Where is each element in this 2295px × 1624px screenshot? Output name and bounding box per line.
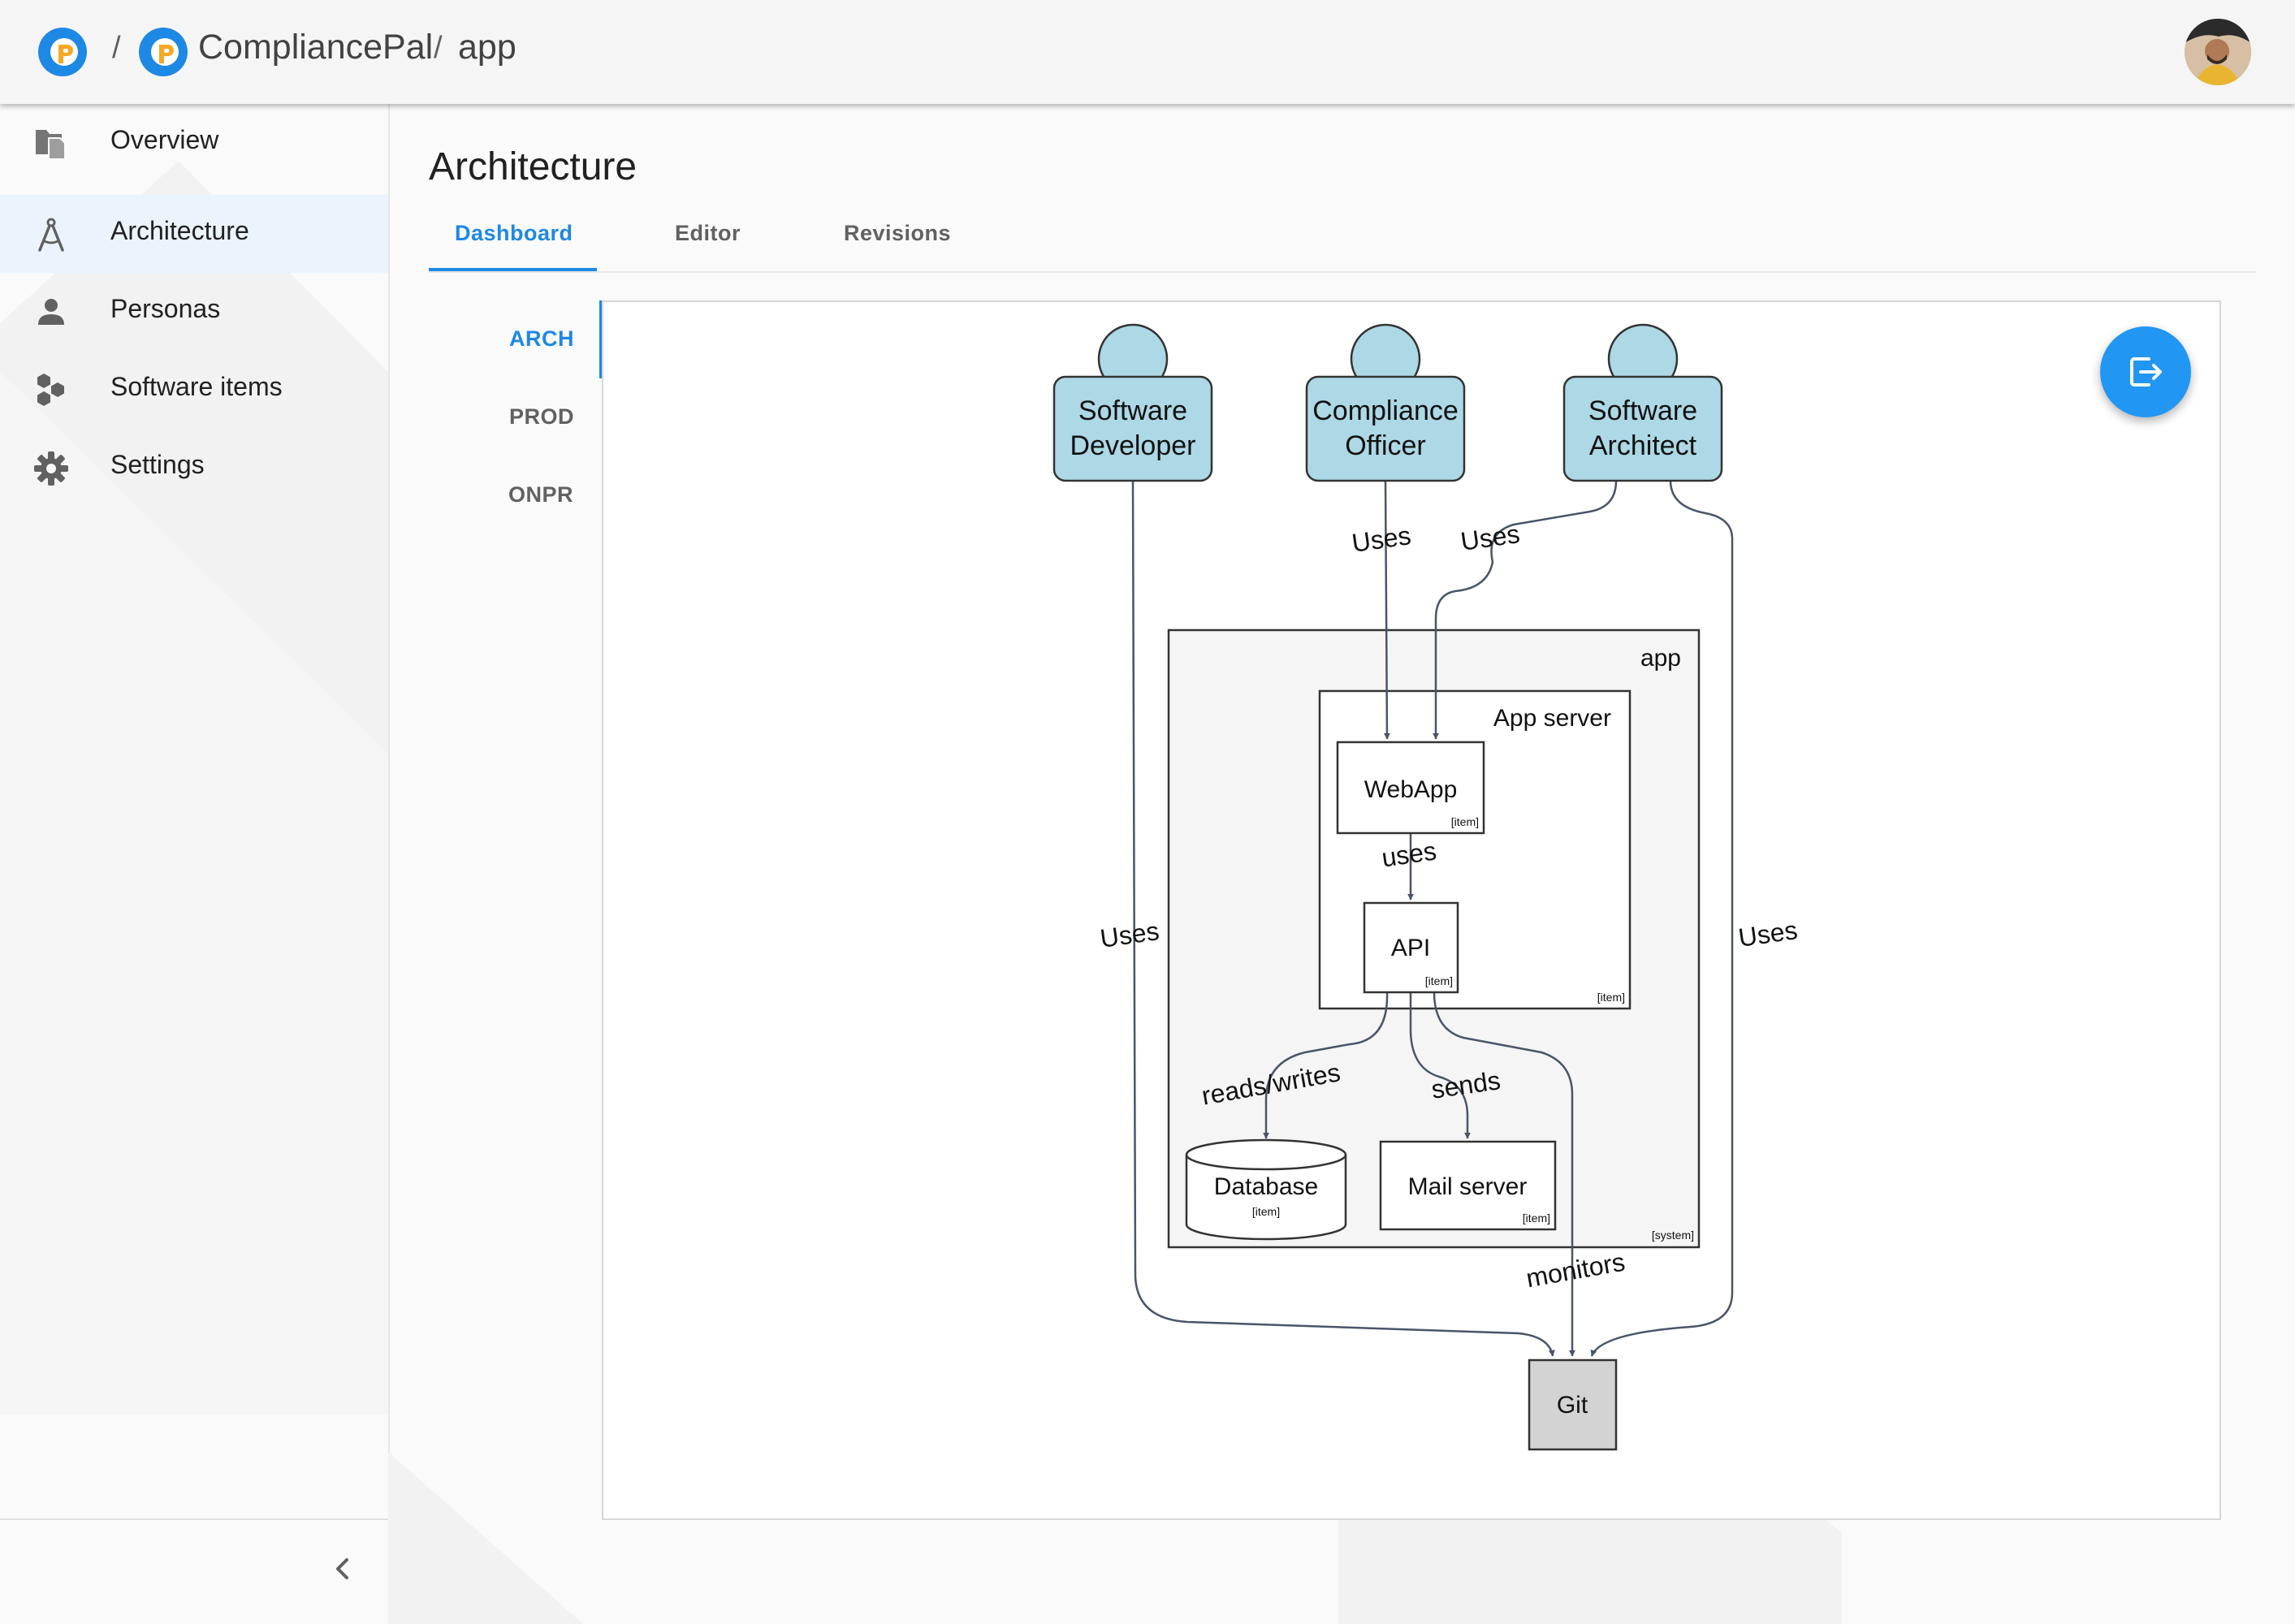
sidebar-item-architecture[interactable]: Architecture xyxy=(0,195,388,273)
page-title: Architecture xyxy=(429,145,638,188)
person-name-line: Software xyxy=(1588,395,1697,426)
node-tag: [item] xyxy=(1523,1212,1550,1224)
edge-architect-webapp[interactable] xyxy=(1433,480,1618,740)
export-fab-button[interactable] xyxy=(2100,326,2191,417)
export-logout-icon xyxy=(2130,357,2162,387)
edge-label: Uses xyxy=(1459,519,1521,556)
sidebar-item-personas[interactable]: Personas xyxy=(0,273,388,351)
sidebar-divider xyxy=(0,1518,388,1520)
avatar-photo xyxy=(2185,19,2251,85)
node-database[interactable]: Database [item] xyxy=(1185,1138,1347,1241)
person-name-line: Officer xyxy=(1345,430,1426,461)
tab-editor[interactable]: Editor xyxy=(675,221,741,245)
user-avatar[interactable] xyxy=(2185,19,2251,85)
system-tag: [system] xyxy=(1652,1229,1694,1242)
edge-developer-git[interactable] xyxy=(1131,480,1555,1357)
sidebar-item-overview[interactable]: Overview xyxy=(0,104,388,182)
edge-label: Uses xyxy=(1098,916,1160,953)
node-tag: [item] xyxy=(1451,815,1479,828)
edge-label: Uses xyxy=(1350,520,1412,558)
breadcrumb-project-link[interactable]: app xyxy=(458,28,516,67)
container-name: App server xyxy=(1493,705,1611,732)
architecture-diagram-panel: app [system] App server [item] Uses Uses… xyxy=(602,300,2221,1520)
container-tag: [item] xyxy=(1597,991,1625,1004)
compliancepal-brand-icon[interactable] xyxy=(136,25,190,79)
sidebar-item-label: Overview xyxy=(110,125,219,154)
person-name-line: Compliance xyxy=(1312,395,1459,426)
breadcrumb-separator: / xyxy=(434,31,443,65)
folder-icon xyxy=(36,130,66,160)
compass-icon xyxy=(38,218,64,252)
edge-label: monitors xyxy=(1524,1247,1627,1294)
node-name: Git xyxy=(1557,1392,1588,1419)
active-view-indicator xyxy=(599,300,603,378)
node-name: Mail server xyxy=(1408,1173,1528,1200)
edge-api-database[interactable] xyxy=(1263,991,1389,1139)
sidebar-item-settings[interactable]: Settings xyxy=(0,429,388,507)
view-tab-prod[interactable]: PROD xyxy=(509,404,575,429)
active-tab-indicator xyxy=(429,268,597,271)
sidebar-item-label: Software items xyxy=(110,372,283,401)
breadcrumb-brand-link[interactable]: CompliancePal xyxy=(198,28,434,67)
node-name: WebApp xyxy=(1364,776,1458,803)
view-tab-onpr[interactable]: ONPR xyxy=(508,482,574,507)
edge-architect-git[interactable] xyxy=(1590,480,1734,1357)
collapse-drawer-chevron-left-icon[interactable] xyxy=(326,1553,359,1585)
node-git[interactable]: Git xyxy=(1528,1358,1618,1451)
sidebar-background-pattern xyxy=(0,161,388,1415)
gear-icon xyxy=(34,451,68,486)
node-mail-server[interactable]: Mail server [item] xyxy=(1379,1140,1557,1231)
view-tab-arch[interactable]: ARCH xyxy=(509,326,574,351)
person-software-architect[interactable]: Software Architect xyxy=(1562,323,1723,482)
sidebar-item-software-items[interactable]: Software items xyxy=(0,351,388,429)
tabs-divider xyxy=(429,271,2256,273)
person-compliance-officer[interactable]: Compliance Officer xyxy=(1305,323,1466,482)
edge-api-mail[interactable] xyxy=(1409,992,1471,1139)
sidebar-item-label: Personas xyxy=(110,294,221,323)
node-name: API xyxy=(1391,935,1430,961)
architecture-diagram: app [system] App server [item] Uses Uses… xyxy=(1052,323,1800,1451)
tab-revisions[interactable]: Revisions xyxy=(844,221,952,245)
person-name-line: Developer xyxy=(1070,430,1196,461)
top-app-bar: / CompliancePal / app xyxy=(0,0,2295,104)
sidebar-item-label: Settings xyxy=(110,450,205,479)
person-icon xyxy=(38,299,64,325)
edge-api-git[interactable] xyxy=(1433,991,1575,1357)
tab-dashboard[interactable]: Dashboard xyxy=(455,221,573,245)
breadcrumb-separator: / xyxy=(112,31,121,65)
node-tag: [item] xyxy=(1252,1205,1280,1218)
navigation-drawer: Overview Architecture Personas Software … xyxy=(0,104,390,1624)
node-name: Database xyxy=(1214,1173,1318,1200)
edge-officer-webapp[interactable] xyxy=(1383,480,1390,740)
sidebar-item-label: Architecture xyxy=(110,216,249,245)
hexagons-icon xyxy=(37,374,64,406)
person-software-developer[interactable]: Software Developer xyxy=(1052,323,1213,482)
person-name-line: Software xyxy=(1078,395,1187,426)
person-name-line: Architect xyxy=(1589,430,1697,461)
system-name: app xyxy=(1640,645,1681,672)
edge-label: Uses xyxy=(1736,915,1799,952)
node-tag: [item] xyxy=(1425,974,1453,987)
diagram-edges xyxy=(1131,480,1734,1357)
node-api[interactable]: API [item] xyxy=(1363,901,1459,994)
compliancepal-logo-icon[interactable] xyxy=(36,25,89,79)
node-webapp[interactable]: WebApp [item] xyxy=(1336,741,1485,835)
